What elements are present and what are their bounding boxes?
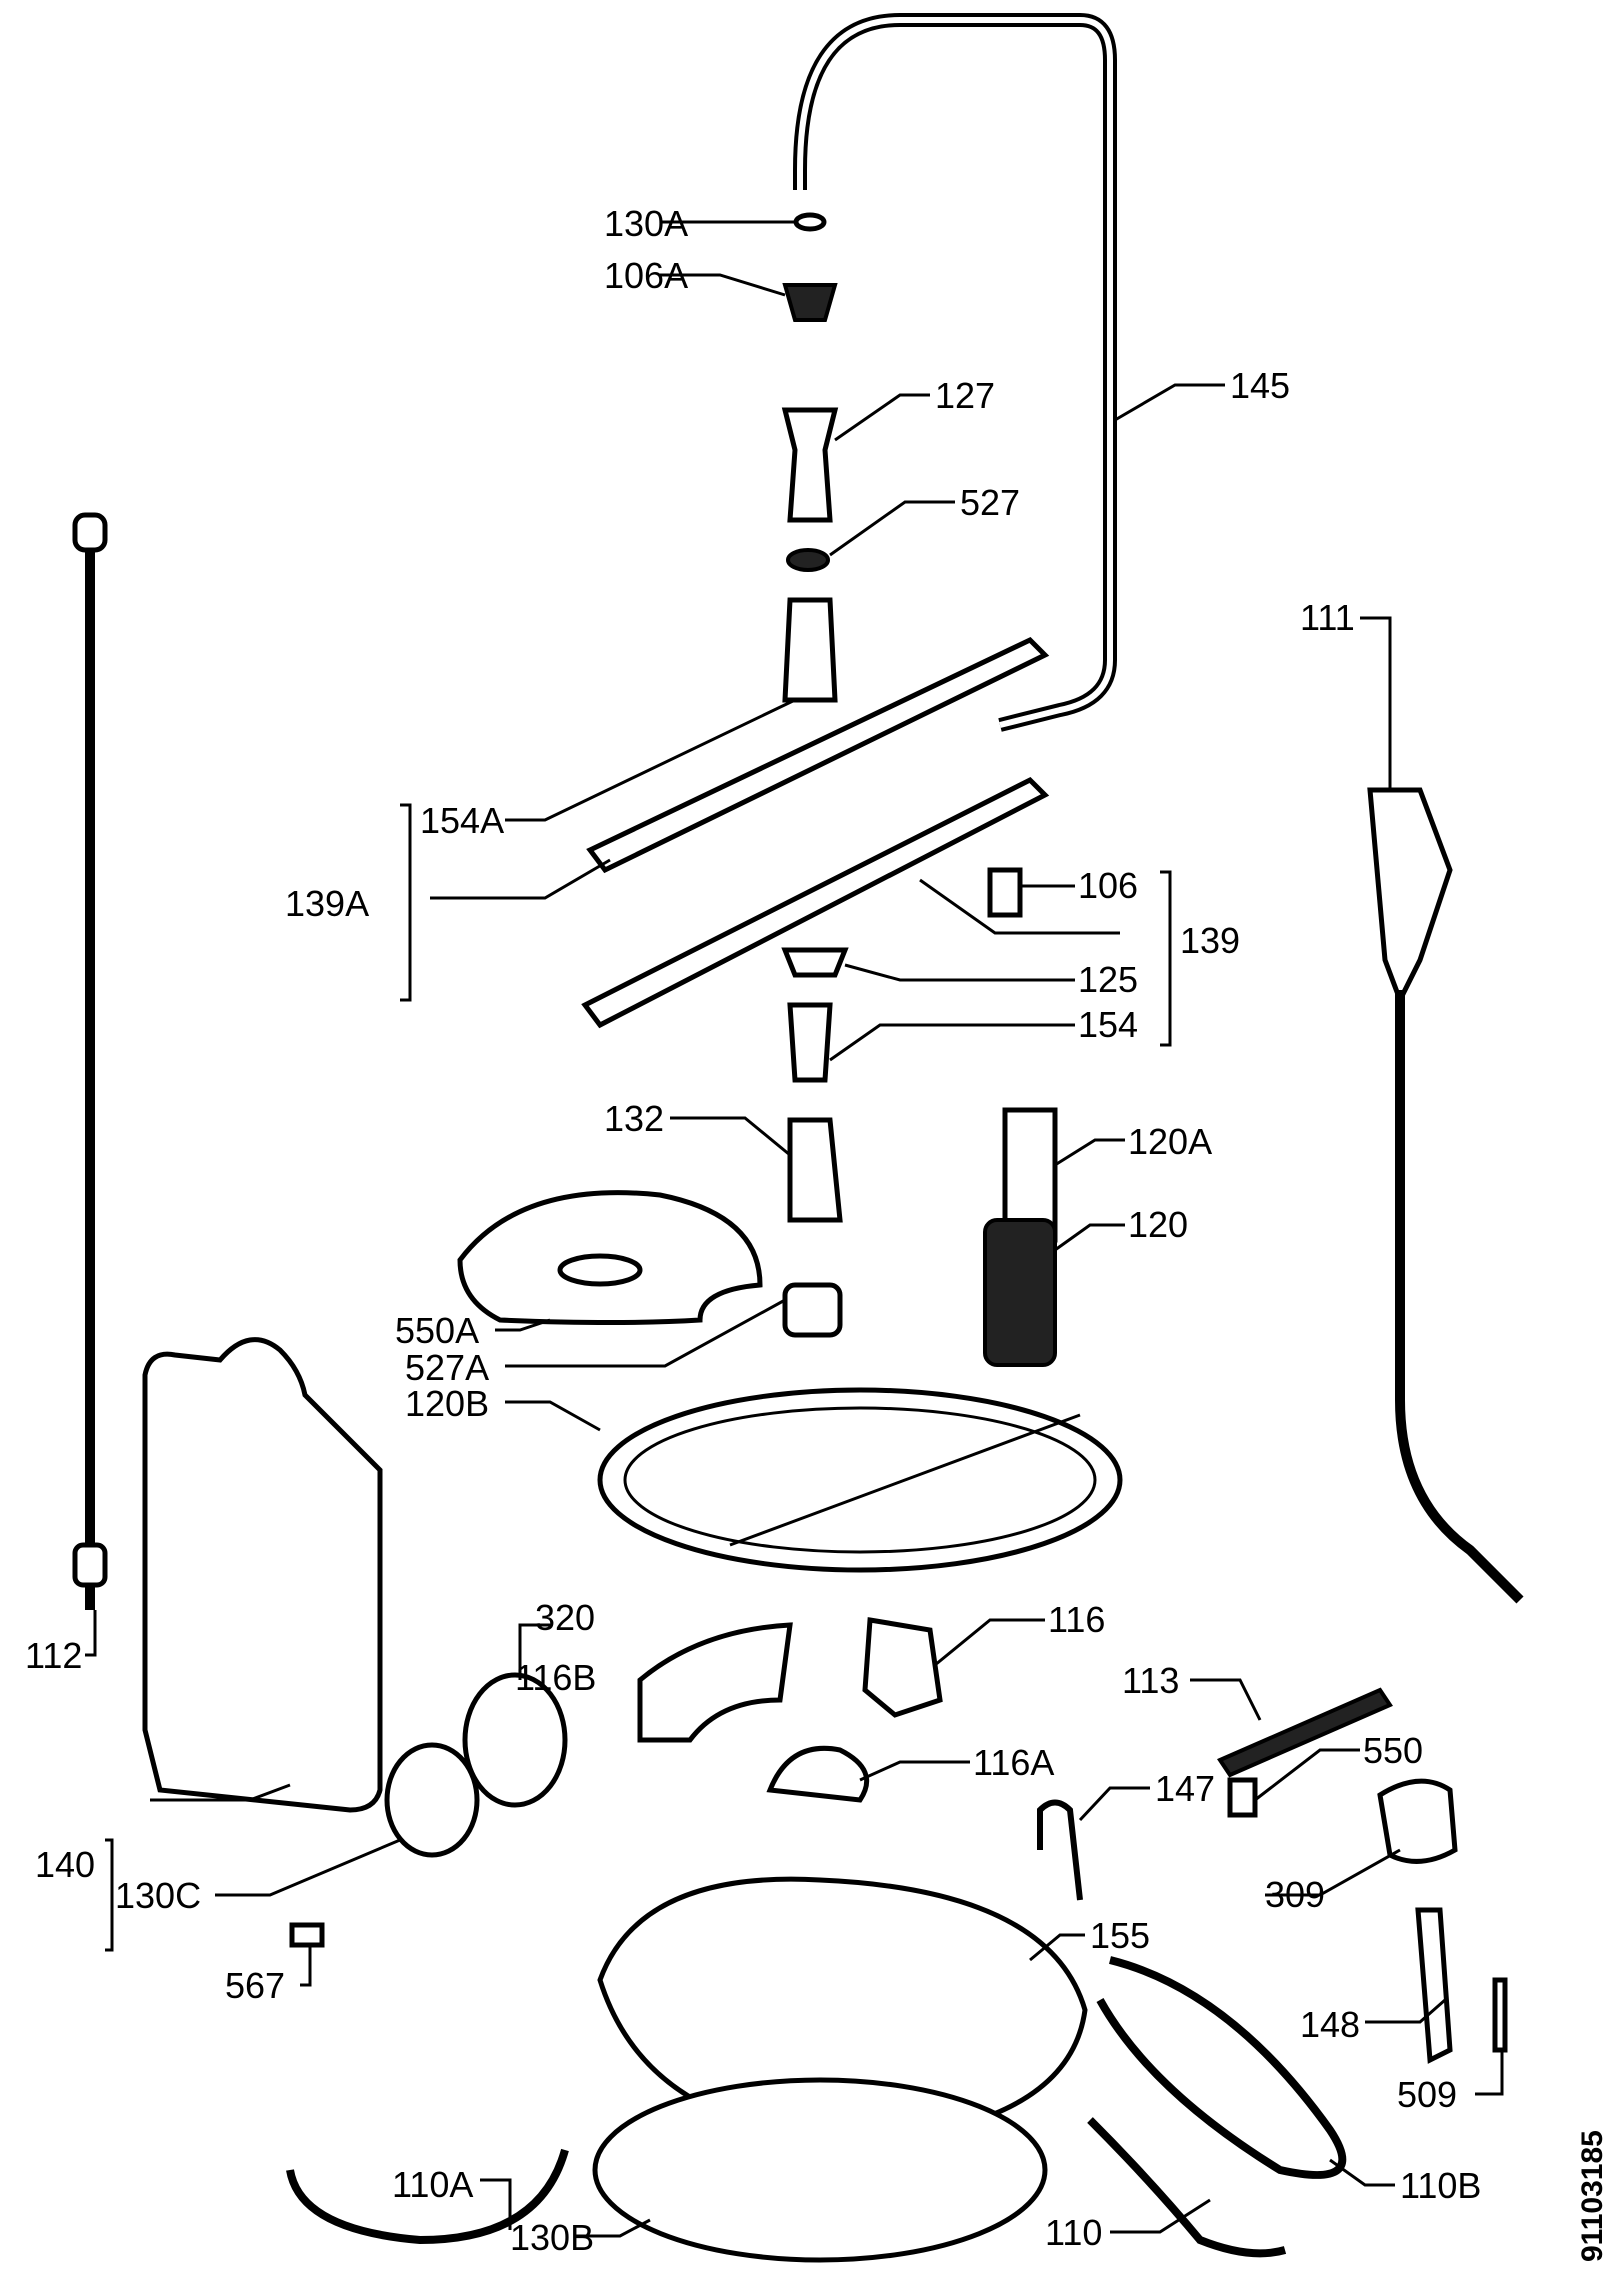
callout-132: 132 (604, 1098, 664, 1139)
part-145-supply-pipe (793, 13, 1117, 732)
part-130A-oring (793, 212, 827, 232)
callout-509: 509 (1397, 2074, 1457, 2115)
callout-147: 147 (1155, 1768, 1215, 1809)
part-132-tube (787, 1117, 843, 1223)
part-110B-hose (1096, 1956, 1347, 2179)
callout-120: 120 (1128, 1204, 1188, 1245)
callout-139A: 139A (285, 883, 369, 924)
callout-154: 154 (1078, 1004, 1138, 1045)
callout-155: 155 (1090, 1915, 1150, 1956)
part-111-inlet (1367, 787, 1453, 1007)
part-130B-gasket (592, 2077, 1048, 2263)
callout-125: 125 (1078, 959, 1138, 1000)
callout-120A: 120A (1128, 1121, 1212, 1162)
part-106-clip (987, 867, 1023, 918)
part-140-softener (142, 1337, 383, 1813)
part-154-bearing (787, 1002, 833, 1083)
callout-145: 145 (1230, 365, 1290, 406)
part-116B-housing (637, 1622, 793, 1743)
callout-550: 550 (1363, 1730, 1423, 1771)
part-154A-hub (782, 597, 838, 703)
callout-110A: 110A (392, 2164, 473, 2205)
callout-148: 148 (1300, 2004, 1360, 2045)
callout-113: 113 (1122, 1660, 1179, 1701)
part-110A-hose (286, 2148, 569, 2245)
part-127-bushing (781, 407, 839, 523)
part-125-nut (781, 947, 849, 978)
callout-116B: 116B (515, 1657, 596, 1698)
part-550-pad (1227, 1777, 1258, 1818)
callout-127: 127 (935, 375, 995, 416)
callout-120B: 120B (405, 1383, 489, 1424)
part-120-coarse-filter (983, 1218, 1057, 1367)
callout-112: 112 (25, 1635, 82, 1676)
part-320-pump-seal (462, 1672, 568, 1808)
part-509-pin (1492, 1977, 1508, 2053)
part-113-connector (1217, 1687, 1393, 1778)
callout-116A: 116A (973, 1742, 1054, 1783)
leader-lines (85, 220, 1504, 2238)
callout-130B: 130B (510, 2217, 594, 2258)
callout-140: 140 (35, 1844, 95, 1885)
callout-320: 320 (535, 1597, 595, 1638)
drawing-number: 91103185 (1576, 2130, 1609, 2262)
part-116-housing (862, 1617, 943, 1718)
part-139A-upper-arm (586, 636, 1050, 874)
part-148-bracket (1415, 1907, 1453, 2064)
callout-116: 116 (1048, 1599, 1105, 1640)
part-110-hose (1087, 2117, 1287, 2258)
callout-527A: 527A (405, 1347, 489, 1388)
callout-110B: 110B (1400, 2165, 1481, 2206)
part-567-clip (289, 1922, 325, 1948)
callout-106A: 106A (604, 255, 688, 296)
callout-527: 527 (960, 482, 1020, 523)
callout-130A: 130A (604, 203, 688, 244)
callout-labels: 130A 106A 127 145 527 111 154A 139A 106 … (25, 203, 1609, 2262)
part-130C-gasket (384, 1742, 480, 1858)
callout-110: 110 (1045, 2212, 1102, 2253)
callout-130C: 130C (115, 1875, 201, 1916)
part-527A-seal (782, 1282, 843, 1338)
part-139-lower-arm (581, 776, 1050, 1029)
part-106A-nut (782, 283, 838, 322)
callout-111: 111 (1300, 597, 1355, 638)
callout-106: 106 (1078, 865, 1138, 906)
part-120B-micro-filter (597, 1387, 1123, 1573)
callout-567: 567 (225, 1965, 285, 2006)
callout-309: 309 (1265, 1874, 1325, 1915)
callout-550A: 550A (395, 1310, 479, 1351)
part-147-clip (1037, 1799, 1083, 1901)
part-309-valve (1377, 1778, 1458, 1864)
part-drawings (72, 13, 1524, 2263)
callout-139: 139 (1180, 920, 1240, 961)
part-116A-valve (766, 1745, 870, 1803)
callout-154A: 154A (420, 800, 504, 841)
part-527-washer (786, 548, 830, 572)
